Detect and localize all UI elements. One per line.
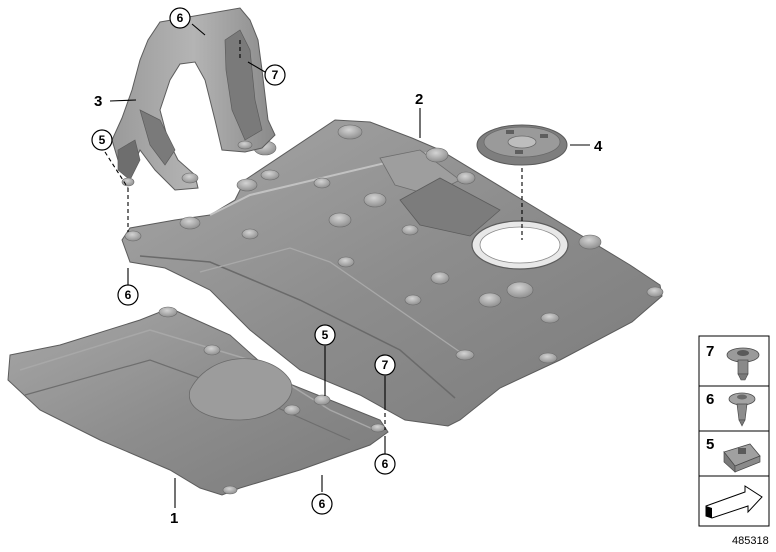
fastener-legend: 7 6 5 — [698, 335, 770, 527]
spring-nut-icon — [723, 443, 761, 473]
svg-text:6: 6 — [125, 288, 132, 302]
svg-text:5: 5 — [99, 133, 106, 147]
main-underbody-panel — [121, 119, 664, 427]
svg-text:7: 7 — [382, 358, 389, 372]
front-underbody-shield — [7, 306, 389, 496]
callout-5-left: 5 — [91, 129, 113, 151]
expanding-rivet-icon — [728, 392, 756, 427]
svg-text:6: 6 — [382, 457, 389, 471]
bracket-shield — [111, 7, 276, 191]
arrow-icon — [705, 485, 763, 519]
callout-6-mid: 6 — [374, 453, 396, 475]
svg-text:5: 5 — [322, 328, 329, 342]
callout-5-mid: 5 — [314, 324, 336, 346]
document-number: 485318 — [732, 535, 769, 547]
callout-6-top: 6 — [169, 7, 191, 29]
part-3-label: 3 — [94, 93, 102, 110]
round-cover-plate — [476, 124, 568, 166]
part-2-label: 2 — [415, 91, 423, 108]
legend-label-5: 5 — [706, 436, 714, 453]
part-4-label: 4 — [594, 138, 603, 155]
svg-text:6: 6 — [177, 11, 184, 25]
clip-nut-icon — [726, 347, 760, 381]
svg-text:7: 7 — [272, 68, 279, 82]
callout-6-bottom: 6 — [311, 493, 333, 515]
callout-7-top: 7 — [264, 64, 286, 86]
svg-text:6: 6 — [319, 497, 326, 511]
callout-6-left: 6 — [117, 284, 139, 306]
legend-label-7: 7 — [706, 343, 714, 360]
part-1-label: 1 — [170, 510, 178, 527]
legend-label-6: 6 — [706, 391, 714, 408]
callout-7-mid: 7 — [374, 354, 396, 376]
